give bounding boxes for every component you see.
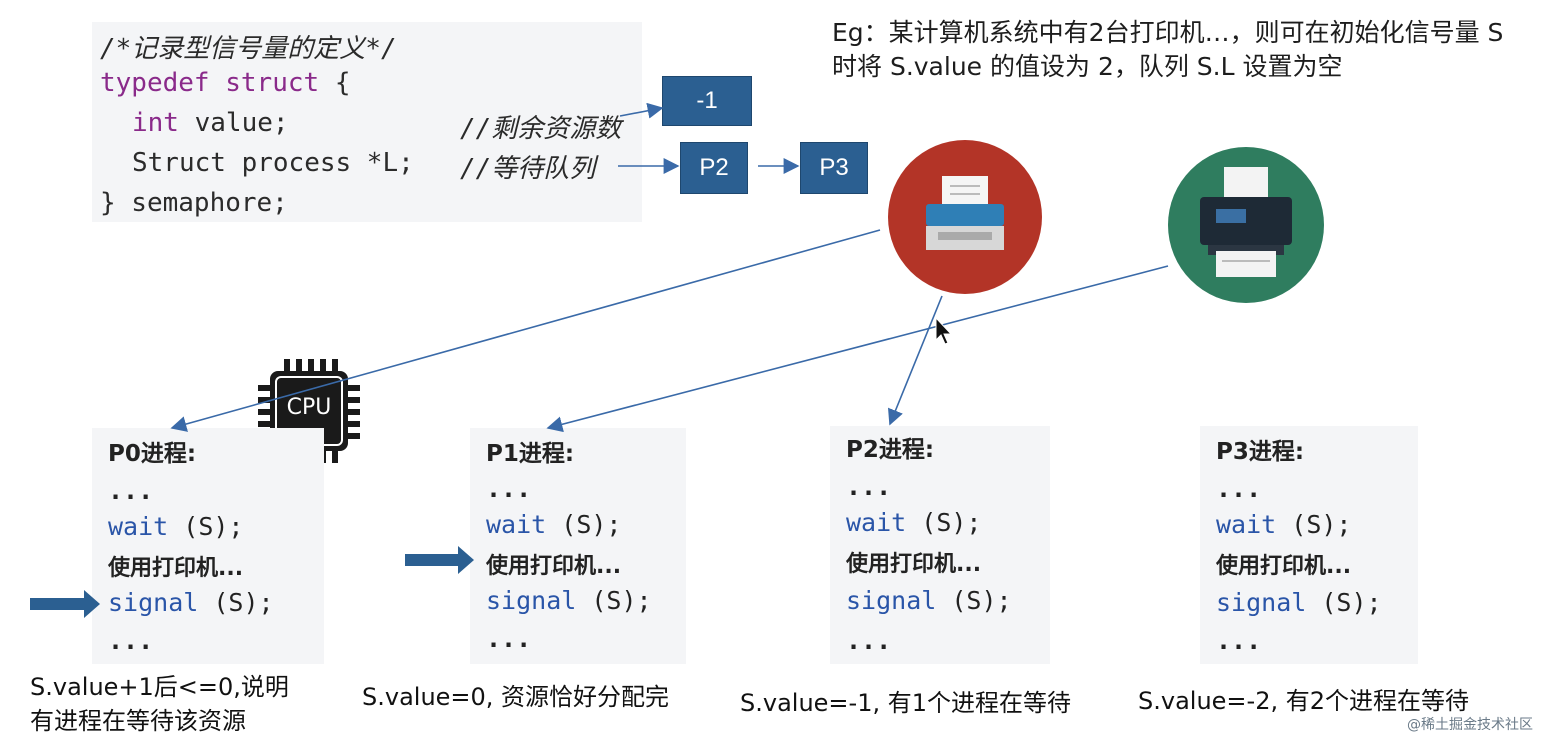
signal-arg: (S); [576, 586, 652, 615]
signal-keyword: signal [1216, 588, 1307, 617]
process-dots: ... [108, 476, 154, 505]
queue-comment-text: //等待队列 [460, 154, 596, 184]
signal-arg: (S); [198, 588, 274, 617]
wait-keyword: wait [846, 508, 907, 537]
process-dots: ... [108, 626, 154, 655]
typedef-keyword: typedef [100, 68, 210, 98]
status-p0-line2: 有进程在等待该资源 [30, 707, 246, 735]
open-brace: { [334, 68, 351, 98]
code-close-line: } semaphore; [100, 188, 288, 218]
process-dots: ... [1216, 474, 1262, 503]
signal-arg: (S); [936, 586, 1012, 615]
process-title: P3进程: [1216, 439, 1305, 465]
process-block-p2: P2进程: ... wait (S); 使用打印机... signal (S);… [830, 426, 1050, 664]
printer-icon-red [888, 140, 1042, 294]
struct-keyword: struct [225, 68, 320, 98]
process-dots: ... [486, 474, 532, 503]
wait-keyword: wait [486, 510, 547, 539]
signal-line: signal (S); [108, 588, 274, 617]
process-dots: ... [486, 624, 532, 653]
code-process-line: Struct process *L; [132, 148, 414, 178]
code-typedef-line: typedef struct { [100, 68, 350, 98]
wait-line: wait (S); [846, 508, 981, 537]
arrow-red-printer-to-p2 [888, 295, 943, 426]
process-dots: ... [846, 626, 892, 655]
process-dots: ... [846, 472, 892, 501]
code-comment: /*记录型信号量的定义*/ [100, 34, 397, 64]
arrow-red-printer-to-p0 [170, 229, 881, 432]
process-title: P2进程: [846, 437, 935, 463]
pointer-arrow-p1 [405, 546, 474, 574]
status-p2: S.value=-1, 有1个进程在等待 [740, 689, 1071, 717]
wait-arg: (S); [1276, 510, 1352, 539]
wait-arg: (S); [546, 510, 622, 539]
wait-line: wait (S); [108, 512, 243, 541]
process-declaration: process *L; [241, 148, 414, 178]
code-value-line: int value; [132, 108, 289, 138]
signal-line: signal (S); [1216, 588, 1382, 617]
use-printer-line: 使用打印机... [486, 554, 622, 579]
struct-word: Struct [132, 148, 226, 178]
semaphore-code-block: /*记录型信号量的定义*/ typedef struct { int value… [92, 22, 642, 222]
example-note: Eg：某计算机系统中有2台打印机…，则可在初始化信号量 S 时将 S.value… [832, 18, 1504, 81]
cpu-label: CPU [286, 395, 332, 420]
wait-arg: (S); [168, 512, 244, 541]
arrow-value-to-box [619, 102, 664, 119]
signal-keyword: signal [486, 586, 577, 615]
signal-keyword: signal [846, 586, 937, 615]
process-block-p0: P0进程: ... wait (S); 使用打印机... signal (S);… [92, 428, 324, 664]
use-printer-line: 使用打印机... [108, 556, 244, 581]
status-p1: S.value=0, 资源恰好分配完 [362, 683, 670, 711]
status-p3: S.value=-2, 有2个进程在等待 [1138, 687, 1469, 715]
status-p0-line1: S.value+1后<=0,说明 [30, 673, 289, 701]
signal-arg: (S); [1306, 588, 1382, 617]
signal-line: signal (S); [486, 586, 652, 615]
signal-keyword: signal [108, 588, 199, 617]
value-box: -1 [662, 76, 752, 126]
printer-icon-green [1168, 147, 1324, 303]
value-declaration: value; [194, 108, 289, 138]
signal-line: signal (S); [846, 586, 1012, 615]
mouse-cursor-icon [935, 316, 953, 345]
wait-line: wait (S); [1216, 510, 1351, 539]
use-printer-line: 使用打印机... [1216, 554, 1352, 579]
process-title: P1进程: [486, 441, 575, 467]
value-comment-text: //剩余资源数 [460, 114, 622, 144]
process-block-p1: P1进程: ... wait (S); 使用打印机... signal (S);… [470, 428, 686, 664]
process-dots: ... [1216, 626, 1262, 655]
arrow-green-printer-to-p1 [546, 265, 1169, 433]
process-block-p3: P3进程: ... wait (S); 使用打印机... signal (S);… [1200, 426, 1418, 664]
wait-line: wait (S); [486, 510, 621, 539]
queue-comment: //等待队列 [460, 148, 595, 185]
watermark: @稀土掘金技术社区 [1407, 717, 1533, 733]
wait-keyword: wait [108, 512, 169, 541]
queue-box-p2: P2 [680, 142, 748, 194]
process-title: P0进程: [108, 441, 197, 467]
queue-box-p3: P3 [800, 142, 868, 194]
pointer-arrow-p0 [30, 590, 100, 618]
wait-arg: (S); [906, 508, 982, 537]
use-printer-line: 使用打印机... [846, 552, 982, 577]
status-p0: S.value+1后<=0,说明 有进程在等待该资源 [30, 670, 289, 738]
value-comment: //剩余资源数 [460, 108, 621, 145]
wait-keyword: wait [1216, 510, 1277, 539]
int-keyword: int [132, 108, 179, 138]
